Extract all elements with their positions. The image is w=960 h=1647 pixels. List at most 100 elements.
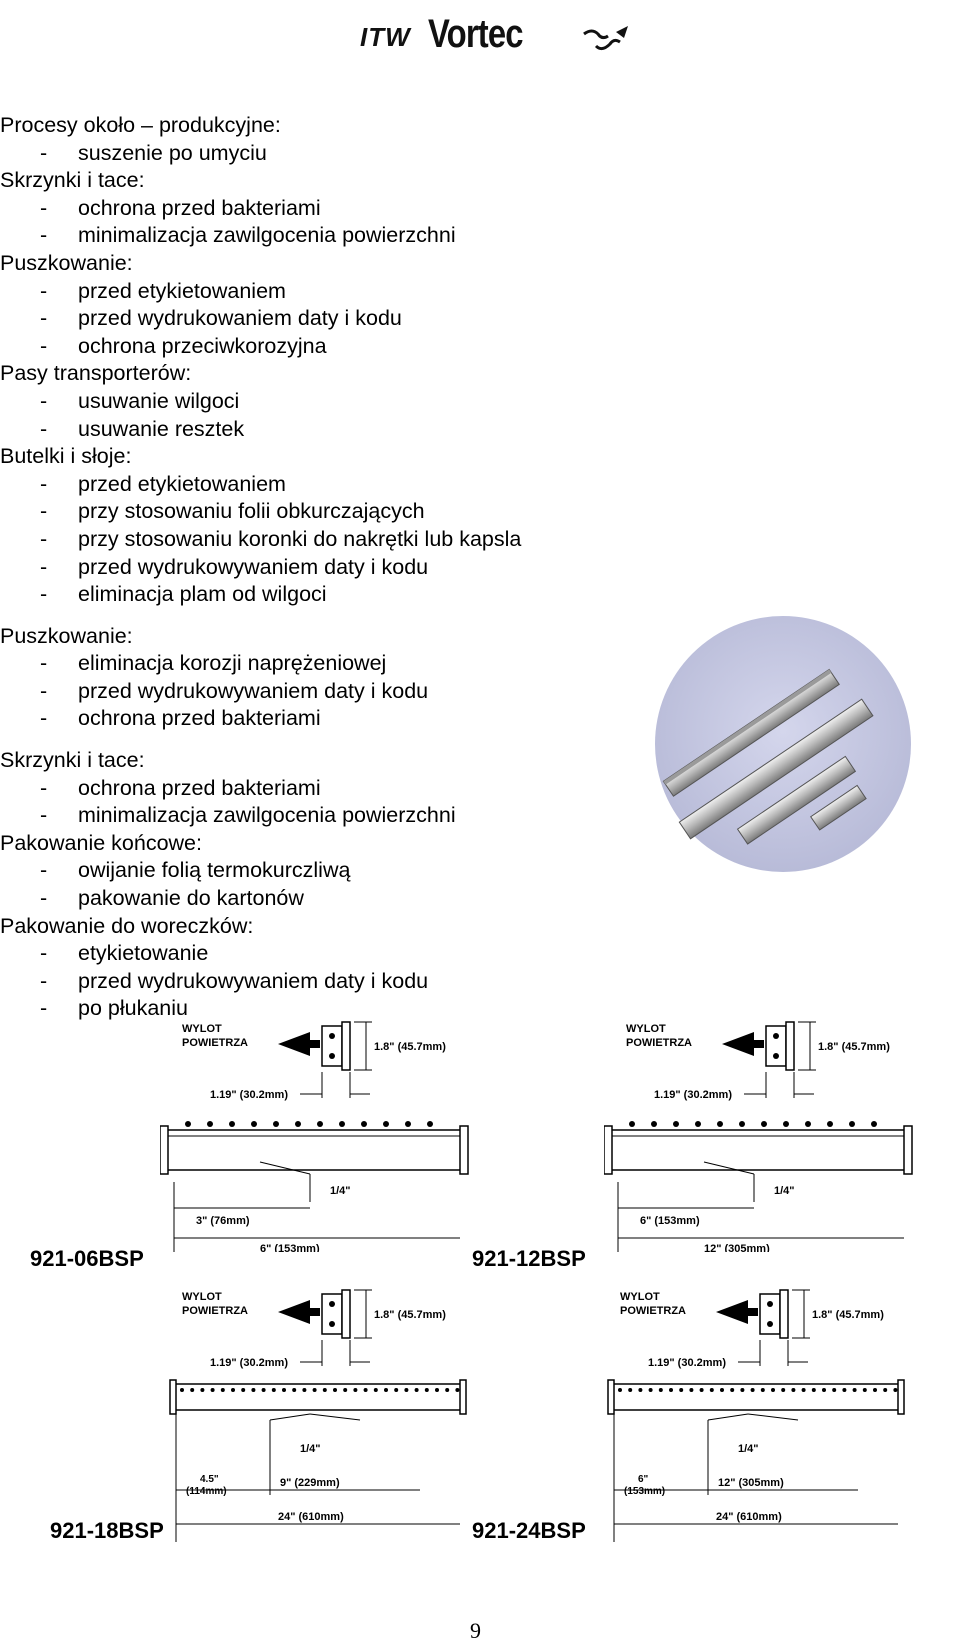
nozzle-hole — [180, 1388, 184, 1392]
nozzle-hole — [339, 1121, 345, 1127]
nozzle-hole — [292, 1388, 297, 1392]
list-item-dash: - — [40, 526, 48, 551]
list-item-text: przed wydrukowywaniem daty i kodu — [78, 968, 429, 993]
nozzle-hole — [361, 1121, 367, 1127]
nozzle-hole — [699, 1388, 704, 1392]
nozzle-hole — [618, 1388, 622, 1392]
nozzle-hole — [210, 1388, 215, 1392]
nozzle-hole — [842, 1388, 847, 1392]
list-item-text: ochrona przed bakteriami — [78, 706, 321, 731]
nozzle-hole — [261, 1388, 266, 1392]
list-item-dash: - — [40, 775, 48, 800]
end-profile-drawing — [765, 1021, 795, 1071]
nozzle-hole — [720, 1388, 724, 1392]
list-item-dash: - — [40, 858, 48, 883]
nozzle-hole — [363, 1388, 368, 1392]
nozzle-hole — [783, 1121, 789, 1127]
list-heading-text: Pasy transporterów: — [0, 361, 192, 386]
list-item-text: przed wydrukowaniem daty i kodu — [78, 306, 402, 331]
slot-width-label: 1/4" — [300, 1443, 321, 1455]
list-item-dash: - — [40, 278, 48, 303]
outlet-label-line2: POWIETRZA — [182, 1305, 248, 1317]
list-item-dash: - — [40, 333, 48, 358]
list-item-text: usuwanie wilgoci — [78, 388, 240, 413]
slot-width-label: 1/4" — [774, 1185, 795, 1197]
list-item-dash: - — [40, 651, 48, 676]
model-label-921-06bsp: 921-06BSP — [30, 1246, 144, 1271]
height-dimension-label: 1.8" (45.7mm) — [818, 1041, 890, 1053]
nozzle-hole — [760, 1388, 765, 1392]
list-item-dash: - — [40, 582, 48, 607]
nozzle-hole — [628, 1388, 633, 1392]
nozzle-hole — [849, 1121, 855, 1127]
nozzle-hole — [679, 1388, 684, 1392]
model-label-921-12bsp: 921-12BSP — [472, 1246, 586, 1271]
list-item-dash: - — [40, 223, 48, 248]
application-list: Procesy około – produkcyjne:-suszenie po… — [0, 112, 640, 1023]
air-knife-body — [159, 1125, 469, 1175]
list-item-text: po płukaniu — [78, 996, 188, 1021]
offset-dimension-label: 6" (153mm) — [640, 1215, 700, 1227]
list-item: -pakowanie do kartonów — [0, 885, 640, 913]
list-item: -przed wydrukowywaniem daty i kodu — [0, 554, 640, 582]
itw-vortec-logo: ITW Vortec — [360, 10, 640, 56]
list-heading: Pakowanie końcowe: — [0, 830, 640, 858]
nozzle-hole — [862, 1388, 867, 1392]
list-item-dash: - — [40, 706, 48, 731]
nozzle-hole — [229, 1121, 235, 1127]
list-gap — [0, 733, 640, 747]
nozzle-hole — [871, 1121, 877, 1127]
nozzle-hole — [832, 1388, 837, 1392]
list-heading-text: Pakowanie końcowe: — [0, 830, 202, 855]
nozzle-hole — [873, 1388, 877, 1392]
list-item-text: usuwanie resztek — [78, 416, 245, 441]
list-heading: Puszkowanie: — [0, 250, 640, 278]
list-item-text: przed etykietowaniem — [78, 278, 286, 303]
list-heading: Puszkowanie: — [0, 623, 640, 651]
nozzle-hole — [445, 1388, 450, 1392]
list-item: -przed wydrukowywaniem daty i kodu — [0, 968, 640, 996]
offset-dimension-label-line2: (114mm) — [186, 1486, 227, 1497]
list-item-text: ochrona przed bakteriami — [78, 775, 321, 800]
nozzle-hole — [435, 1388, 439, 1392]
list-heading-text: Butelki i słoje: — [0, 444, 132, 469]
list-item-text: eliminacja korozji naprężeniowej — [78, 651, 387, 676]
air-outlet-arrow-icon — [722, 1032, 764, 1056]
model-label-921-18bsp: 921-18BSP — [50, 1518, 164, 1543]
list-item-text: ochrona przeciwkorozyjna — [78, 333, 327, 358]
logo-vortec-text: Vortec — [428, 12, 524, 56]
page-number: 9 — [470, 1618, 481, 1643]
offset-dimension-label-line1: 4.5" — [200, 1474, 219, 1485]
nozzle-hole — [651, 1121, 657, 1127]
nozzle-hole — [771, 1388, 775, 1392]
logo-itw-text: ITW — [360, 22, 411, 52]
nozzle-hole — [322, 1388, 327, 1392]
list-item: - przy stosowaniu koronki do nakrętki lub… — [0, 526, 640, 554]
outlet-label-line2: POWIETRZA — [182, 1037, 248, 1049]
list-item: -usuwanie wilgoci — [0, 388, 640, 416]
air-outlet-arrow-icon — [278, 1300, 320, 1324]
list-item-dash: - — [40, 306, 48, 331]
nozzle-hole — [822, 1388, 826, 1392]
nozzle-hole — [220, 1388, 225, 1392]
list-item-text: przy stosowaniu folii obkurczających — [78, 499, 425, 524]
list-item: -przed wydrukowywaniem daty i kodu — [0, 678, 640, 706]
nozzle-hole — [383, 1121, 389, 1127]
nozzle-hole — [695, 1121, 701, 1127]
height-dimension-label: 1.8" (45.7mm) — [812, 1309, 884, 1321]
list-item-text: owijanie folią termokurczliwą — [78, 858, 351, 883]
nozzle-hole — [251, 1121, 257, 1127]
list-item: -etykietowanie — [0, 940, 640, 968]
list-item-text: przy stosowaniu koronki do nakrętki lub … — [78, 526, 522, 551]
outlet-label-line2: POWIETRZA — [620, 1305, 686, 1317]
list-item-text: etykietowanie — [78, 941, 209, 966]
list-item-dash: - — [40, 195, 48, 220]
list-item-text: eliminacja plam od wilgoci — [78, 582, 327, 607]
list-item: - eliminacja korozji naprężeniowej — [0, 650, 640, 678]
nozzle-hole — [730, 1388, 735, 1392]
nozzle-hole — [673, 1121, 679, 1127]
list-item: - owijanie folią termokurczliwą — [0, 857, 640, 885]
list-item: -suszenie po umyciu — [0, 140, 640, 168]
total-length-label: 24" (610mm) — [716, 1511, 782, 1523]
